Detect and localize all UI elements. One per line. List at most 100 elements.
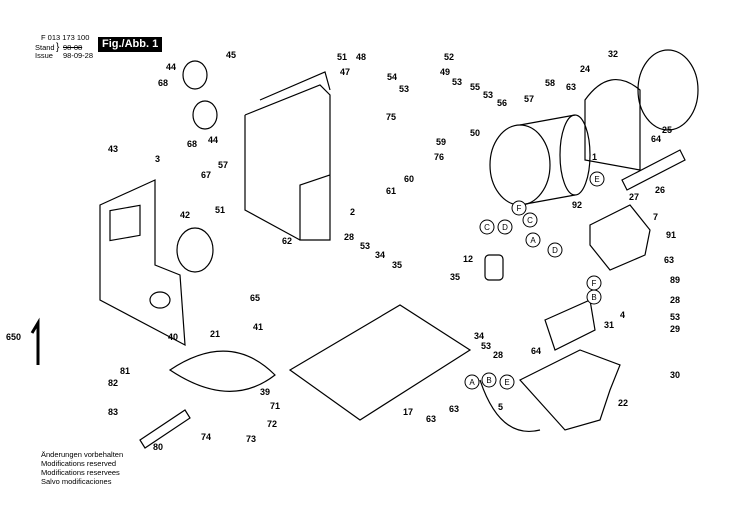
part-number-label: 45	[226, 50, 236, 60]
wire-callout-b: B	[586, 289, 602, 305]
part-number-label: 32	[608, 49, 618, 59]
part-number-label: 44	[208, 135, 218, 145]
part-number-label: 49	[440, 67, 450, 77]
wire-callout-f: F	[511, 200, 527, 216]
part-number-label: 24	[580, 64, 590, 74]
wire-callout-e: E	[499, 374, 515, 390]
svg-text:B: B	[591, 293, 596, 302]
segment-plate-21	[168, 350, 276, 392]
tube-26	[621, 149, 686, 191]
footer-line: Modifications reserved	[41, 459, 117, 468]
svg-text:E: E	[504, 378, 509, 387]
assembly-outlines	[30, 49, 699, 449]
part-number-label: 89	[670, 275, 680, 285]
footer-line: Änderungen vorbehalten	[41, 450, 124, 459]
part-number-label: 53	[399, 84, 409, 94]
wire-callout-a: A	[525, 232, 541, 248]
panel-label-plate	[109, 204, 141, 242]
part-number-label: 75	[386, 112, 396, 122]
part-number-label: 59	[436, 137, 446, 147]
part-number-label: 63	[426, 414, 436, 424]
base-plate-17	[288, 304, 472, 421]
part-number-label: 61	[386, 186, 396, 196]
svg-text:F: F	[517, 204, 522, 213]
part-number-label: 50	[470, 128, 480, 138]
part-number-label: 2	[350, 207, 355, 217]
wire-callout-f: F	[586, 275, 602, 291]
document-number: F 013 173 100	[41, 33, 90, 42]
wheel-44-upper	[182, 60, 208, 90]
part-number-label: 27	[629, 192, 639, 202]
figure-badge: Fig./Abb. 1	[98, 37, 163, 52]
part-number-label: 5	[498, 402, 503, 412]
footer-line: Salvo modificaciones	[41, 477, 112, 486]
part-number-label: 63	[449, 404, 459, 414]
part-number-label: 40	[168, 332, 178, 342]
side-panel-3	[99, 179, 186, 347]
part-number-label: 650	[6, 332, 21, 342]
part-number-label: 68	[158, 78, 168, 88]
motor-rear	[559, 114, 591, 196]
cable-5	[479, 379, 541, 432]
stand-value-crossed: 98-08	[63, 43, 83, 52]
part-number-label: 52	[444, 52, 454, 62]
part-number-label: 26	[655, 185, 665, 195]
svg-text:C: C	[484, 223, 490, 232]
part-number-label: 60	[404, 174, 414, 184]
part-number-label: 76	[434, 152, 444, 162]
part-number-label: 28	[344, 232, 354, 242]
part-number-label: 68	[187, 139, 197, 149]
svg-text:D: D	[502, 223, 508, 232]
part-number-label: 34	[375, 250, 385, 260]
disc-guard-24	[584, 79, 641, 171]
part-number-label: 81	[120, 366, 130, 376]
part-number-label: 71	[270, 401, 280, 411]
part-number-label: 7	[653, 212, 658, 222]
part-number-label: 72	[267, 419, 277, 429]
frame-2	[244, 84, 331, 241]
svg-text:A: A	[469, 378, 475, 387]
part-number-label: 22	[618, 398, 628, 408]
rod-80	[139, 409, 191, 449]
wire-callout-e: E	[589, 171, 605, 187]
part-number-label: 51	[215, 205, 225, 215]
part-number-label: 62	[282, 236, 292, 246]
part-number-label: 82	[108, 378, 118, 388]
wire-callout-d: D	[547, 242, 563, 258]
wire-callout-c: C	[479, 219, 495, 235]
part-number-label: 65	[250, 293, 260, 303]
part-number-label: 64	[531, 346, 541, 356]
part-number-label: 29	[670, 324, 680, 334]
part-number-label: 47	[340, 67, 350, 77]
part-number-label: 48	[356, 52, 366, 62]
wire-callout-c: C	[522, 212, 538, 228]
part-number-label: 17	[403, 407, 413, 417]
part-number-label: 28	[670, 295, 680, 305]
svg-text:A: A	[530, 236, 536, 245]
motor-endbell	[489, 124, 551, 206]
part-number-label: 57	[218, 160, 228, 170]
wire-callout-a: A	[464, 374, 480, 390]
part-number-label: 58	[545, 78, 555, 88]
capacitor-12	[484, 254, 504, 281]
part-number-label: 4	[620, 310, 625, 320]
part-number-label: 63	[566, 82, 576, 92]
part-number-label: 53	[670, 312, 680, 322]
part-number-label: 43	[108, 144, 118, 154]
part-number-label: 55	[470, 82, 480, 92]
part-number-label: 28	[493, 350, 503, 360]
sanding-disc-25	[637, 49, 699, 131]
part-number-label: 74	[201, 432, 211, 442]
part-number-label: 56	[497, 98, 507, 108]
part-number-label: 83	[108, 407, 118, 417]
part-number-label: 39	[260, 387, 270, 397]
part-number-label: 31	[604, 320, 614, 330]
part-number-label: 64	[651, 134, 661, 144]
part-number-label: 25	[662, 125, 672, 135]
svg-text:B: B	[486, 376, 491, 385]
footer-disclaimer: Änderungen vorbehalten Modifications res…	[41, 450, 123, 486]
part-number-label: 92	[572, 200, 582, 210]
issue-date: 98-09-28	[63, 51, 94, 60]
